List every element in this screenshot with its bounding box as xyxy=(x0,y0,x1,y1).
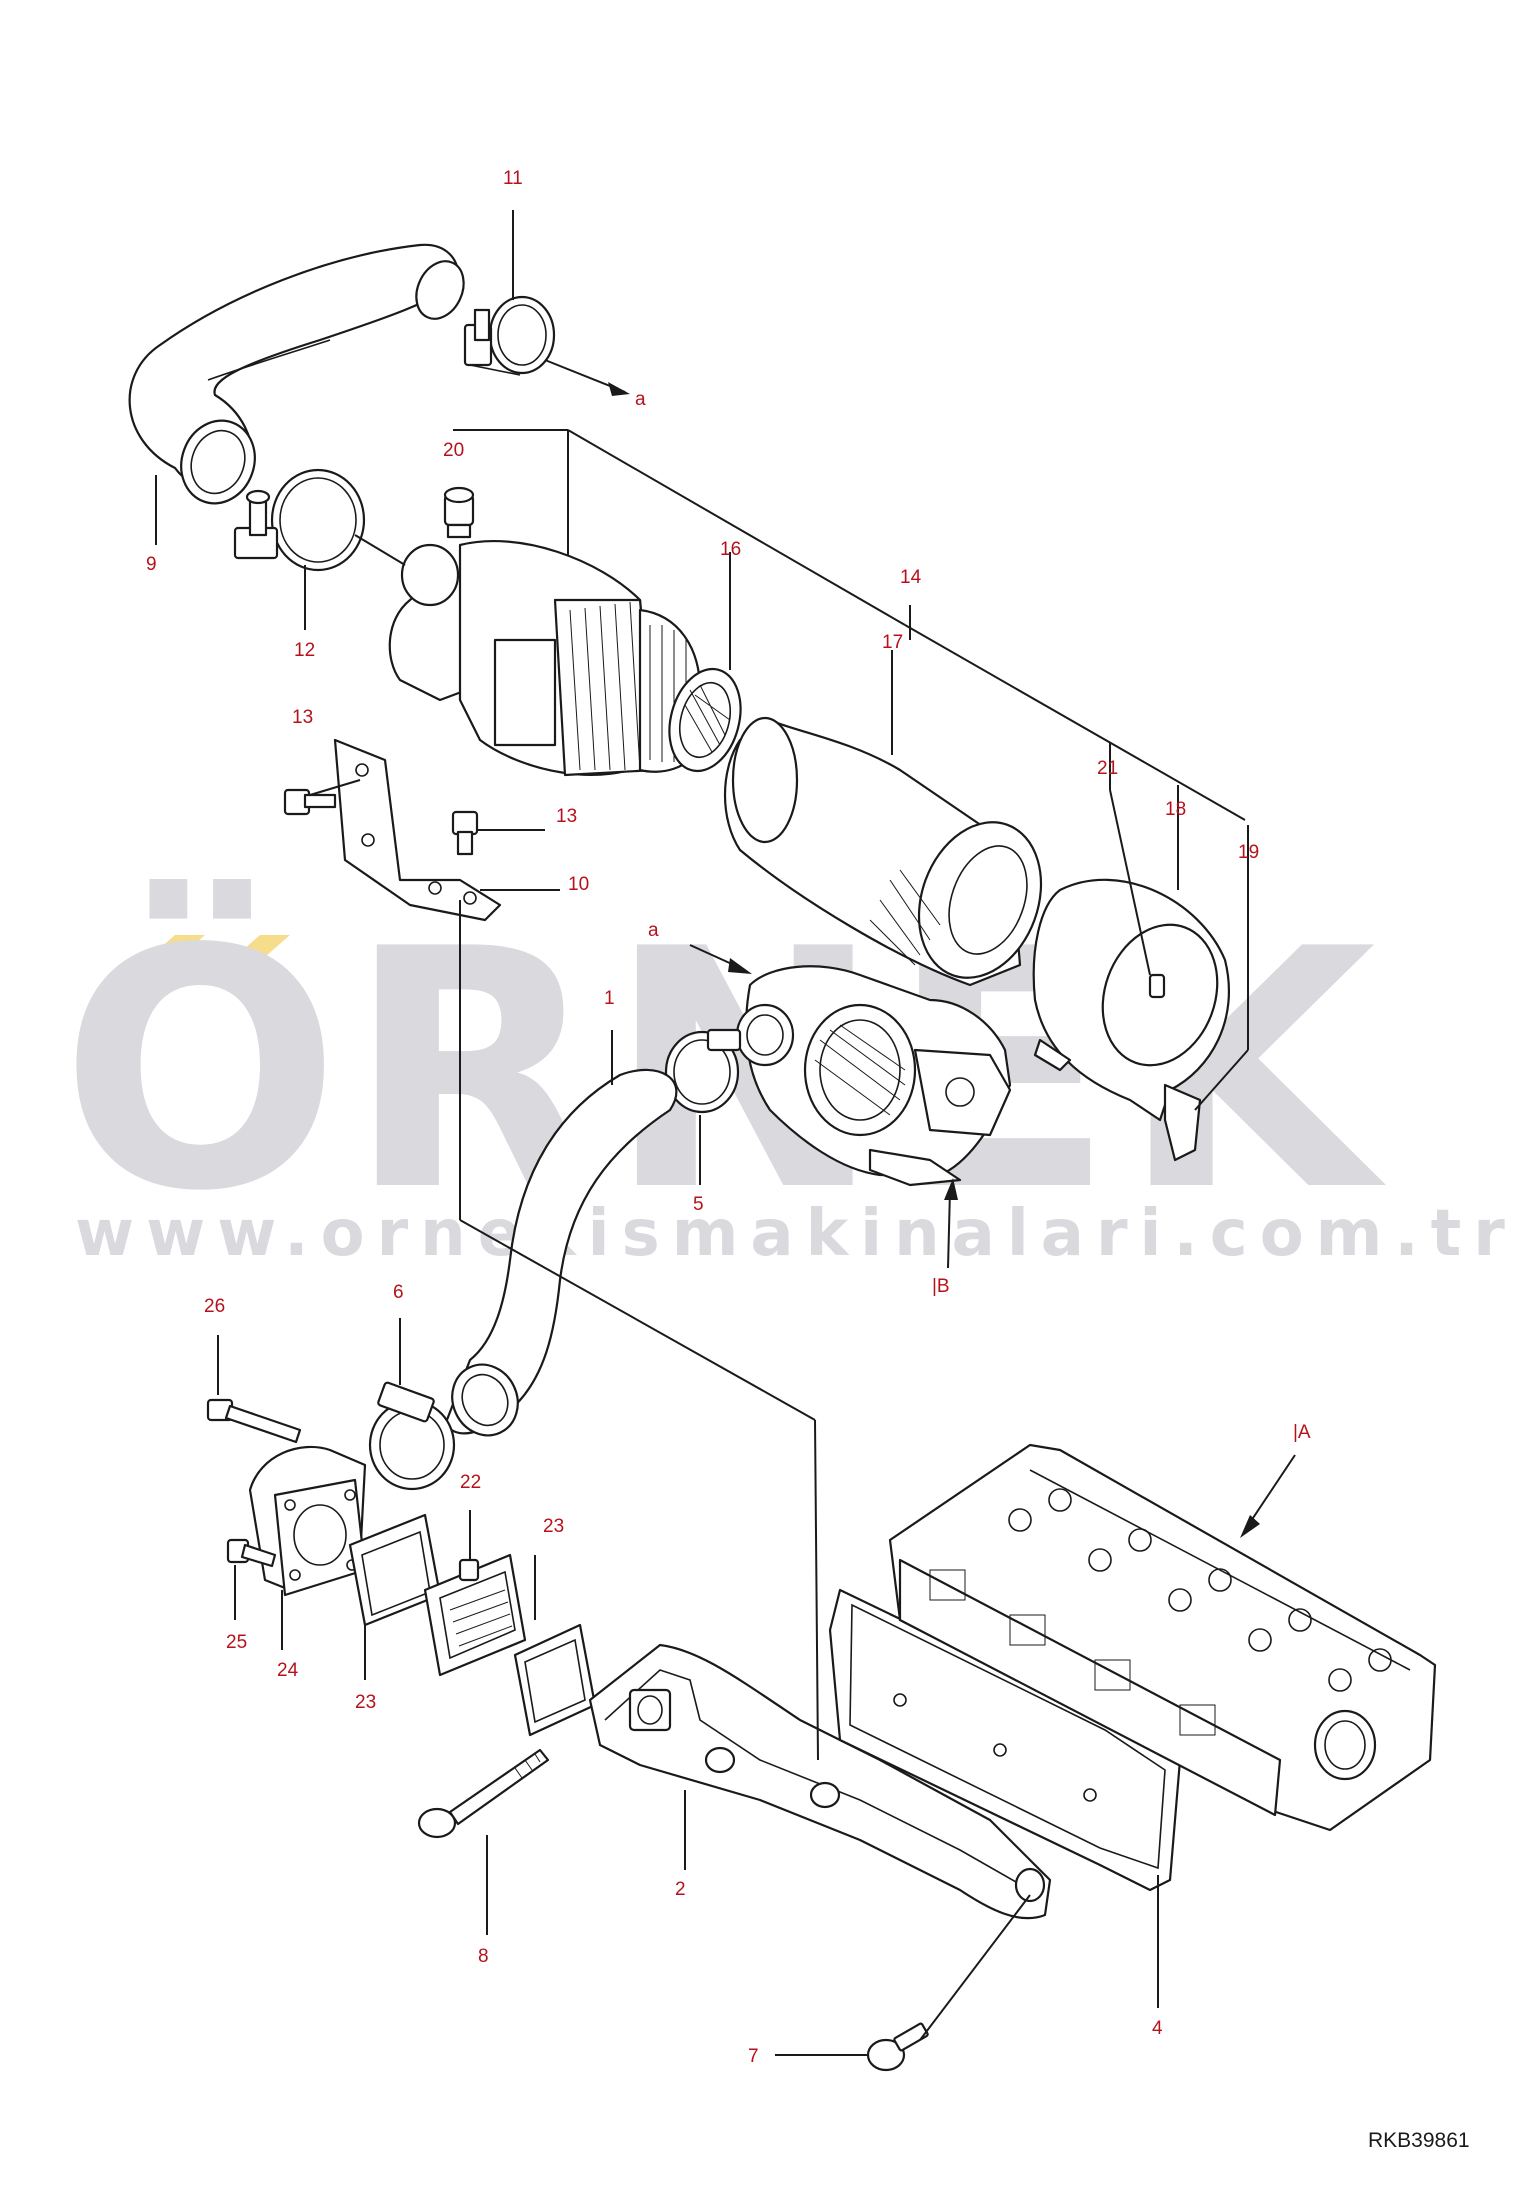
callout-18: 18 xyxy=(1165,799,1186,820)
ref-a-mid: a xyxy=(648,920,659,941)
part-cover-18 xyxy=(1032,878,1230,1162)
part-bolt-26 xyxy=(206,1398,302,1444)
part-bolt-25 xyxy=(226,1538,277,1568)
part-clamp-5 xyxy=(664,1028,742,1114)
part-bolt-13b xyxy=(451,810,479,856)
arrow-b xyxy=(944,1178,958,1200)
leader-lines xyxy=(155,210,1296,2056)
callout-13a: 13 xyxy=(292,707,313,728)
callout-20: 20 xyxy=(443,440,464,461)
callout-14: 14 xyxy=(900,567,922,588)
arrow-view-a xyxy=(1240,1515,1260,1538)
watermark-accent-right xyxy=(220,935,290,970)
ref-a-top: a xyxy=(635,389,646,410)
part-hose-lower xyxy=(443,1068,678,1437)
callout-24: 24 xyxy=(277,1660,299,1681)
part-flange-24 xyxy=(248,1445,367,1597)
callout-9: 9 xyxy=(146,554,157,575)
callout-10: 10 xyxy=(568,874,589,895)
callout-23a: 23 xyxy=(355,1692,376,1713)
part-bolt-8 xyxy=(417,1748,550,1839)
arrow-a-top xyxy=(608,382,630,396)
part-heater-22 xyxy=(423,1553,527,1677)
callout-16: 16 xyxy=(720,539,741,560)
ref-view-b: |B xyxy=(932,1276,950,1297)
callout-25: 25 xyxy=(226,1632,247,1653)
callout-17: 17 xyxy=(882,632,903,653)
callout-12: 12 xyxy=(294,640,315,661)
part-bracket-10 xyxy=(333,738,502,922)
part-indicator-20 xyxy=(443,486,475,539)
callout-8: 8 xyxy=(478,1946,489,1967)
part-clamp-12 xyxy=(233,468,366,572)
part-air-cleaner-housing xyxy=(388,540,742,777)
callouts: 1 2 4 5 6 7 8 9 10 11 12 13 13 14 16 17 … xyxy=(146,168,1259,2067)
callout-4: 4 xyxy=(1152,2018,1163,2039)
part-turbo-assembly xyxy=(735,965,1012,1187)
callout-5: 5 xyxy=(693,1194,704,1215)
part-clamp-11 xyxy=(463,295,556,376)
callout-23b: 23 xyxy=(543,1516,564,1537)
drawing-code: RKB39861 xyxy=(1368,2129,1470,2152)
callout-11: 11 xyxy=(503,168,523,189)
part-cylinder-head xyxy=(888,1443,1437,1832)
callout-21: 21 xyxy=(1097,758,1118,779)
arrow-a-mid xyxy=(728,958,752,974)
callout-1: 1 xyxy=(604,988,615,1009)
part-clamp-6 xyxy=(368,1381,456,1491)
ref-view-a: |A xyxy=(1293,1422,1311,1443)
callout-2: 2 xyxy=(675,1879,686,1900)
part-bolt-13a xyxy=(283,788,337,816)
watermark-accent-left xyxy=(135,935,205,970)
part-manifold-2 xyxy=(588,1643,1052,1920)
callout-7: 7 xyxy=(748,2046,759,2067)
callout-26: 26 xyxy=(204,1296,225,1317)
part-filter-element-17 xyxy=(723,716,1043,987)
part-gasket-23b xyxy=(513,1623,597,1737)
part-hose-upper xyxy=(128,243,465,505)
reference-labels: a a |A |B xyxy=(635,389,1311,1443)
callout-19: 19 xyxy=(1238,842,1259,863)
part-bolt-7 xyxy=(866,2022,929,2072)
part-gasket-23a xyxy=(348,1513,442,1627)
callout-6: 6 xyxy=(393,1282,404,1303)
callout-13b: 13 xyxy=(556,806,577,827)
watermark-url: www.ornekismakinalari.com.tr xyxy=(75,1197,1517,1271)
callout-22: 22 xyxy=(460,1472,481,1493)
